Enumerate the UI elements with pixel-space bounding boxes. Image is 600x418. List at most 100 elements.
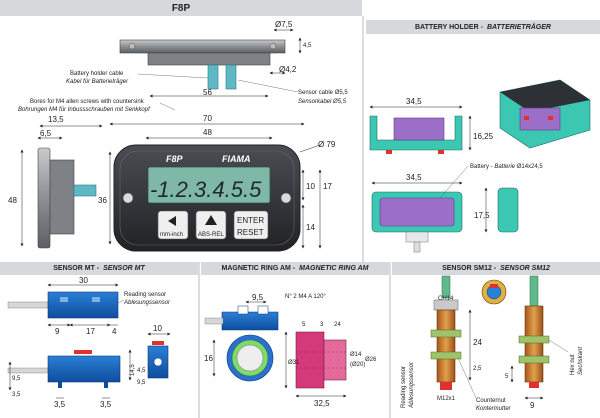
sm12-reading-label-de: Ablesungssensor (409, 361, 415, 409)
main-header: F8P (0, 0, 362, 16)
battery-dim-h2: 17,5 (474, 211, 490, 220)
mt-reading-label: Reading sensor (124, 292, 166, 298)
sm12-dim-d24: 24 (473, 338, 482, 347)
brand-label: F8P (166, 154, 184, 164)
bores-label-de: Bohrungen M4 für Inbussschrauben mit Sen… (18, 107, 151, 113)
battery-holder-side-view (497, 187, 519, 233)
magnetic-ring-header: MAGNETIC RING AM - MAGNETIC RING AM (201, 262, 389, 275)
mt-dim-d3-5c: 3,5 (12, 392, 21, 398)
enter-label: ENTER (237, 216, 264, 225)
sensor-mt-top-view (7, 291, 119, 319)
bores-label: Bores for M4 allen screws with countersi… (30, 99, 145, 105)
arrow-left-icon (168, 216, 176, 226)
sensor-mt-front-view (7, 350, 121, 388)
sensor-sm12-title: SENSOR SM12 (442, 265, 492, 272)
sm12-dim-ch14: CH14 (438, 296, 454, 302)
dim-d10: 10 (306, 182, 315, 191)
cable-2 (225, 64, 237, 90)
battery-holder-title-it: BATTERIETRÄGER (486, 23, 551, 31)
sm12-dim-d5: 5 (505, 374, 509, 380)
sm12-counternut-label: Counternut (476, 398, 506, 404)
dim-d79: Ø 79 (318, 140, 336, 149)
mount-hole-right (280, 192, 292, 204)
ring-dim-d24: 24 (334, 322, 341, 328)
abs-rel-label: ABS-REL (198, 232, 224, 238)
magnetic-ring-side-view (295, 331, 347, 389)
sm12-dim-d9: 9 (530, 401, 535, 410)
ring-dim-d31: Ø31 (288, 360, 300, 366)
abs-rel-button[interactable]: ABS-REL (195, 210, 227, 240)
battery-cable-label-de: Kabel für Batterieträger (66, 79, 129, 85)
main-title: F8P (171, 2, 191, 14)
battery-holder-header: BATTERY HOLDER - BATTERIETRÄGER (366, 20, 600, 34)
mt-dim-d14-5: 14,5 (130, 364, 136, 376)
enter-reset-button[interactable]: ENTER RESET (233, 210, 269, 240)
sm12-sensor-left (430, 275, 462, 390)
dim-d14: 14 (306, 223, 315, 232)
mt-dim-d9-5v: 9,5 (12, 376, 21, 382)
dim-d17: 17 (323, 182, 332, 191)
sensor-mt-title: SENSOR MT (53, 265, 95, 272)
mt-reading-label-de: Ablesungssensor (123, 300, 171, 306)
magnetic-ring-title: MAGNETIC RING AM (221, 265, 291, 272)
battery-holder-front-view (371, 191, 463, 253)
reset-label: RESET (237, 228, 264, 237)
dim-d56: 56 (203, 88, 212, 97)
sensor-mt-side-view (147, 341, 169, 379)
ring-dim-d16: 16 (204, 354, 213, 363)
device-side-view (37, 147, 97, 249)
top-body (147, 52, 271, 66)
mt-dim-d30: 30 (79, 276, 88, 285)
sm12-counternut-label-de: Kontermutter (476, 406, 512, 412)
dim-d70: 70 (203, 114, 212, 123)
mt-dim-d3-5b: 3,5 (100, 400, 112, 409)
ring-dim-holes: N° 2 M4 A 120° (285, 294, 326, 300)
top-flange (119, 39, 286, 54)
ring-dim-d5: 5 (302, 322, 306, 328)
mount-hole-left (122, 192, 134, 204)
sm12-hexnut-label: Hex nut (570, 354, 576, 375)
maker-label: FIAMA (222, 154, 251, 164)
battery-dim-w1: 34,5 (406, 97, 422, 106)
arrow-up-icon (205, 215, 217, 225)
mt-dim-d3-5a: 3,5 (54, 400, 66, 409)
ring-dim-d14: Ø14 (350, 352, 362, 358)
dim-d7-5: Ø7,5 (275, 20, 293, 29)
display-value: -1.2.3.4.5.5 (150, 177, 262, 202)
sm12-dim-m12: M12x1 (437, 396, 456, 402)
mt-dim-d17: 17 (86, 327, 95, 336)
dim-d4-2: Ø4,2 (279, 65, 297, 74)
battery-dim-w2: 34,5 (406, 173, 422, 182)
mt-dim-d10: 10 (153, 324, 162, 333)
ring-dim-d26: Ø26 (365, 357, 377, 363)
sensor-cable-label: Sensor cable Ø5,5 (298, 90, 348, 96)
device-top-view (119, 39, 286, 90)
sm12-hexnut-label-de: Sechskant (578, 347, 584, 375)
sensor-mt-header: SENSOR MT - SENSOR MT (0, 262, 198, 275)
sensor-mt-title-it: SENSOR MT (103, 265, 145, 272)
screw-hole-right (269, 42, 277, 50)
sensor-sm12-title-it: SENSOR SM12 (500, 265, 550, 272)
mt-dim-d9-5: 9,5 (137, 380, 146, 386)
dim-d4-5: 4,5 (303, 43, 312, 49)
battery-label: Battery - Batterie Ø14x24,5 (470, 164, 543, 170)
dim-d13-5: 13,5 (48, 115, 64, 124)
ring-dim-d9-5: 9,5 (252, 293, 264, 302)
battery-holder-top-view (369, 115, 463, 154)
magnetic-ring-top-view (204, 305, 279, 331)
magnetic-ring-title-it: MAGNETIC RING AM (299, 265, 369, 272)
battery-cable-label: Battery holder cable (70, 71, 124, 77)
mm-inch-button[interactable]: mm-inch (157, 210, 189, 240)
battery-dim-h1: 16,25 (473, 132, 494, 141)
mm-inch-label: mm-inch (160, 232, 183, 238)
sensor-sm12-header: SENSOR SM12 - SENSOR SM12 (392, 262, 600, 275)
lcd-display (147, 166, 271, 204)
battery-holder-title: BATTERY HOLDER (415, 23, 479, 31)
mt-dim-d4-5: 4,5 (137, 368, 146, 374)
ring-dim-d3: 3 (320, 322, 324, 328)
battery-holder-iso-view (499, 79, 591, 149)
sm12-sensor-right (518, 275, 550, 388)
cable-1 (207, 64, 219, 90)
dim-d48w: 48 (203, 128, 212, 137)
